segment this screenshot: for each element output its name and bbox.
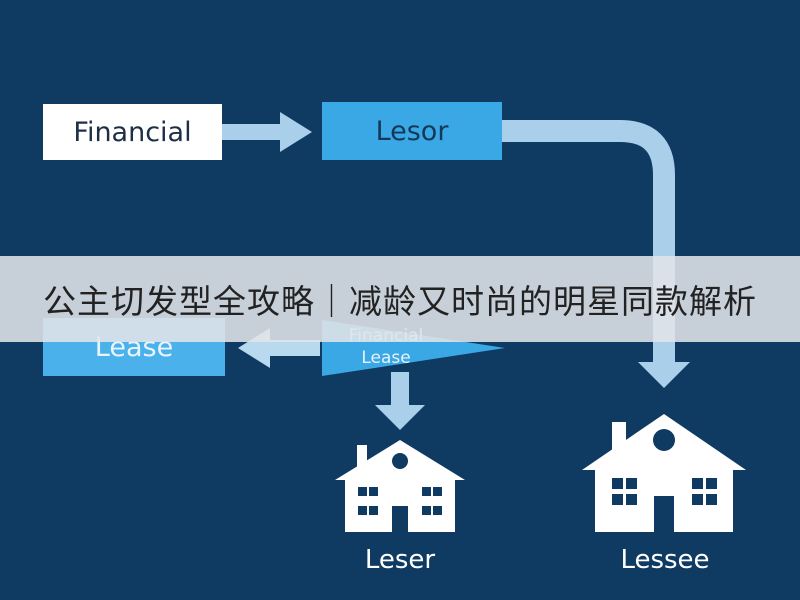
financial-lease-line2: Lease (361, 348, 411, 368)
node-financial: Financial (43, 104, 222, 160)
title-banner: 公主切发型全攻略｜减龄又时尚的明星同款解析 (0, 256, 800, 342)
house-label-leser: Leser (364, 545, 436, 575)
house-icon-leser (335, 440, 465, 532)
arrow-down-to-leser (375, 372, 425, 430)
house-label-lessee: Lessee (620, 545, 710, 575)
banner-title: 公主切发型全攻略｜减龄又时尚的明星同款解析 (43, 282, 757, 321)
arrow-financial-to-lesor (222, 112, 312, 152)
node-lesor: Lesor (322, 102, 502, 160)
house-icon-lessee (582, 414, 746, 532)
arrow-lesor-to-lessee (502, 120, 690, 388)
